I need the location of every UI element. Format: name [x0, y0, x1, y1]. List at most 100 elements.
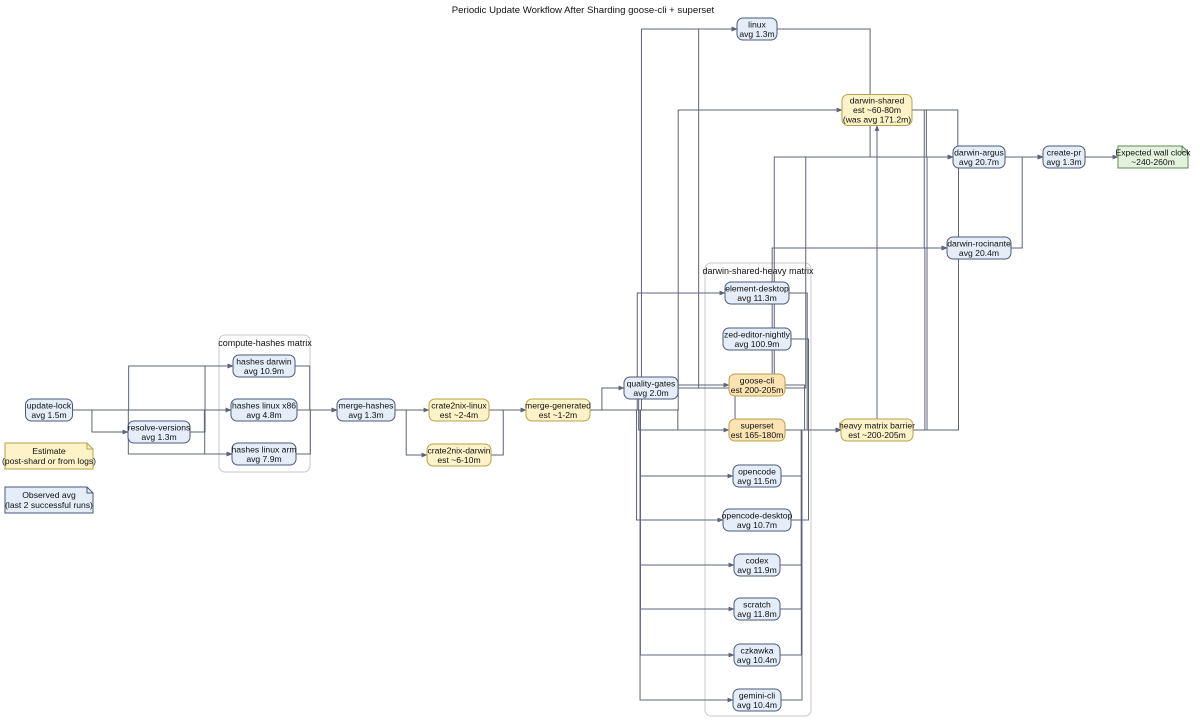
node-zed-editor-nightly-line1: zed-editor-nightly [724, 329, 791, 339]
edge-merge-generated-to-codex [590, 409, 735, 568]
node-crate2nix-darwin-line1: crate2nix-darwin [427, 445, 490, 455]
edge-merge-generated-to-scratch [590, 409, 735, 612]
edge-hashes-darwin-to-merge-hashes [295, 365, 338, 413]
node-hashes-darwin-line2: avg 10.9m [244, 366, 284, 376]
node-darwin-shared-line3: (was avg 171.2m) [843, 115, 911, 125]
edge-merge-hashes-to-crate2nix-darwin [395, 409, 428, 458]
edge-heavy-barrier-to-darwin-rocinante [913, 245, 948, 431]
node-scratch-line2: avg 11.8m [737, 609, 777, 619]
node-linux-line2: avg 1.3m [739, 29, 774, 39]
node-linux-line1: linux [748, 19, 766, 29]
node-gemini-cli-line1: gemini-cli [739, 690, 775, 700]
node-heavy-barrier-line1: heavy matrix barrier [839, 420, 915, 430]
node-hashes-linux-arm-line2: avg 7.9m [246, 454, 281, 464]
node-create-pr-line1: create-pr [1047, 147, 1082, 157]
edge-opencode-desktop-to-heavy-barrier [791, 427, 842, 521]
node-resolve-versions-line2: avg 1.3m [141, 432, 176, 442]
legend-observed-line2: (last 2 successful runs) [5, 500, 93, 510]
edges [72, 26, 1119, 703]
node-wall-clock: Expected wall clock~240-260m [1116, 145, 1192, 169]
node-merge-hashes-line1: merge-hashes [339, 400, 394, 410]
node-darwin-rocinante-line2: avg 20.4m [959, 248, 999, 258]
node-hashes-linux-x86-line2: avg 4.8m [246, 410, 281, 420]
node-hashes-linux-arm-line1: hashes linux arm [232, 444, 297, 454]
edge-gemini-cli-to-heavy-barrier [781, 427, 842, 701]
node-zed-editor-nightly-line2: avg 100.9m [735, 339, 780, 349]
node-merge-generated-line2: est ~1-2m [539, 410, 577, 420]
node-create-pr-line2: avg 1.3m [1046, 157, 1081, 167]
legend: Estimate (post-shard or from logs) Obser… [2, 442, 96, 514]
legend-estimate-line2: (post-shard or from logs) [2, 456, 96, 466]
cluster-compute-hashes-label: compute-hashes matrix [218, 338, 312, 348]
node-darwin-argus-line2: avg 20.7m [959, 157, 999, 167]
edge-goose-cli-to-heavy-barrier [785, 384, 842, 433]
node-darwin-argus-line1: darwin-argus [954, 147, 1004, 157]
edge-merge-generated-to-quality-gates [590, 385, 625, 411]
node-heavy-barrier-line2: est ~200-205m [848, 430, 906, 440]
node-quality-gates-line1: quality-gates [627, 378, 676, 388]
node-wall-clock-line1: Expected wall clock [1116, 147, 1192, 157]
edge-darwin-rocinante-to-create-pr [1011, 154, 1044, 249]
diagram-title: Periodic Update Workflow After Sharding … [452, 5, 715, 16]
node-opencode-desktop-line1: opencode-desktop [722, 510, 793, 520]
node-darwin-shared-line1: darwin-shared [850, 96, 905, 106]
node-crate2nix-linux-line1: crate2nix-linux [431, 400, 487, 410]
edge-merge-generated-to-czkawka [590, 409, 735, 658]
node-resolve-versions-line1: resolve-versions [128, 422, 191, 432]
node-update-lock-line1: update-lock [27, 400, 72, 410]
edge-merge-generated-to-darwin-shared [590, 107, 843, 411]
edge-merge-generated-to-gemini-cli [590, 409, 734, 703]
legend-estimate-line1: Estimate [32, 446, 66, 456]
node-opencode-line2: avg 11.5m [737, 476, 777, 486]
node-crate2nix-darwin-line2: est ~6-10m [437, 455, 480, 465]
legend-observed: Observed avg (last 2 successful runs) [4, 486, 94, 514]
edge-heavy-barrier-to-darwin-argus [913, 154, 954, 431]
node-merge-hashes-line2: avg 1.3m [348, 410, 383, 420]
edge-resolve-versions-to-hashes-darwin [190, 363, 234, 433]
node-scratch-line1: scratch [743, 599, 771, 609]
edge-update-lock-to-hashes-darwin [72, 363, 234, 411]
edge-merge-generated-to-superset [590, 409, 730, 433]
node-goose-cli-line2: est 200-205m [731, 385, 784, 395]
cluster-darwin-heavy-label: darwin-shared-heavy matrix [702, 266, 814, 276]
edge-element-desktop-to-heavy-barrier [789, 292, 842, 433]
edge-merge-generated-to-heavy-barrier [590, 409, 842, 433]
node-czkawka-line2: avg 10.4m [737, 655, 777, 665]
node-darwin-shared-line2: est ~60-80m [853, 105, 901, 115]
edge-resolve-versions-to-hashes-linux-arm [190, 431, 233, 457]
node-opencode-desktop-line2: avg 10.7m [737, 520, 777, 530]
legend-estimate: Estimate (post-shard or from logs) [2, 442, 96, 470]
node-darwin-rocinante-line1: darwin-rocinante [947, 238, 1011, 248]
edge-darwin-shared-to-darwin-argus [912, 109, 954, 160]
edge-heavy-barrier-to-create-pr [913, 154, 1044, 431]
edge-merge-generated-to-linux [590, 26, 738, 411]
node-hashes-linux-x86-line1: hashes linux x86 [232, 400, 296, 410]
node-quality-gates-line2: avg 2.0m [633, 388, 668, 398]
edge-merge-generated-to-opencode [590, 409, 734, 479]
node-czkawka-line1: czkawka [741, 645, 774, 655]
edge-linux-to-create-pr [777, 28, 1044, 160]
edge-merge-generated-to-opencode-desktop [590, 409, 724, 523]
node-goose-cli-line1: goose-cli [740, 375, 774, 385]
edge-crate2nix-darwin-to-merge-generated [491, 407, 527, 456]
